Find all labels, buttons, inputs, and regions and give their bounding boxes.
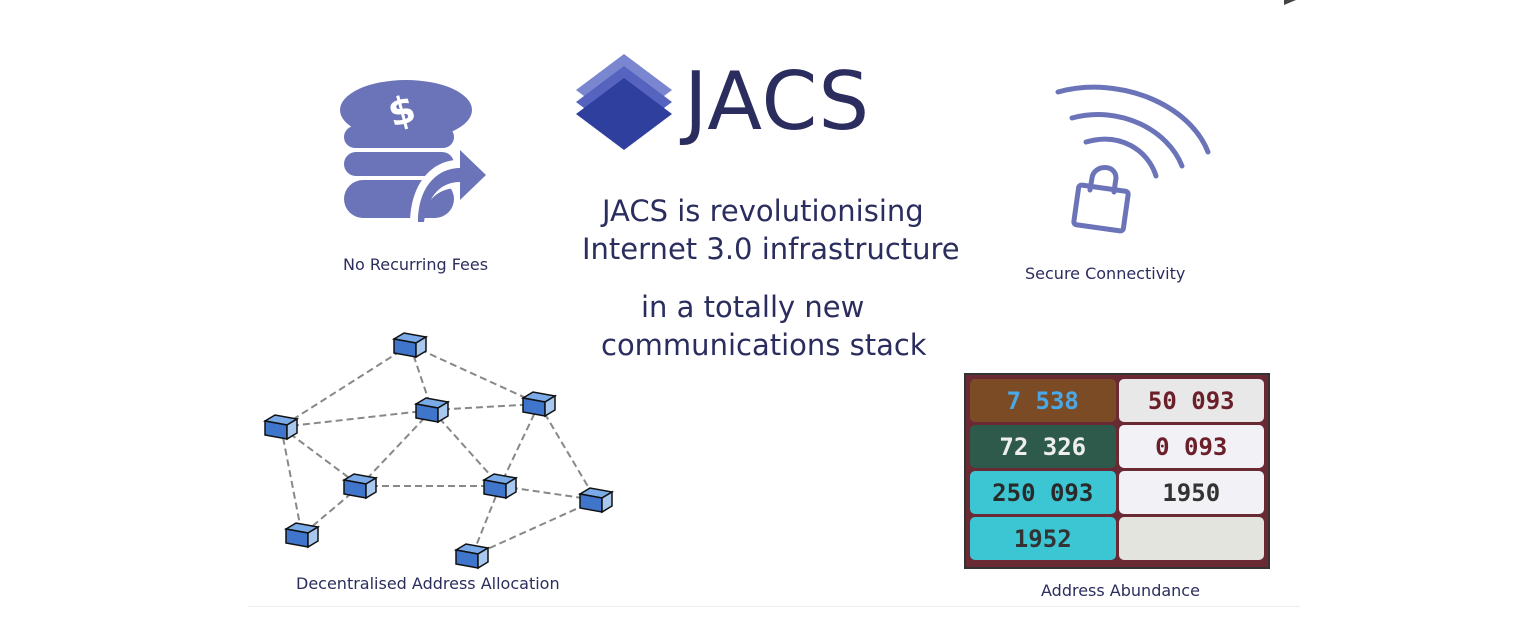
network-node-icon xyxy=(520,391,558,418)
plate: 7 538 xyxy=(970,379,1116,422)
network-link xyxy=(359,409,433,487)
network-link xyxy=(471,499,597,557)
caption-secure-connectivity: Secure Connectivity xyxy=(1025,264,1186,283)
caption-no-recurring-fees: No Recurring Fees xyxy=(343,255,489,274)
plate: 72 326 xyxy=(970,425,1116,468)
network-node-icon xyxy=(577,487,615,514)
jacs-logo-text: JACS xyxy=(684,55,871,148)
network-link xyxy=(280,409,433,428)
license-plates-photo: 7 538 50 093 72 326 0 093 250 093 1950 1… xyxy=(964,373,1270,569)
network-link xyxy=(431,409,501,487)
network-node-icon xyxy=(262,414,300,441)
network-link xyxy=(499,403,540,487)
caption-decentralised-address-allocation: Decentralised Address Allocation xyxy=(296,574,560,593)
network-diagram xyxy=(262,332,615,570)
plate: 250 093 xyxy=(970,471,1116,514)
plate xyxy=(1118,517,1264,560)
caption-address-abundance: Address Abundance xyxy=(1041,581,1200,600)
network-link xyxy=(471,485,501,557)
plate: 1950 xyxy=(1118,471,1264,514)
headline-line-2: Internet 3.0 infrastructure xyxy=(582,232,960,266)
network-link xyxy=(280,426,303,536)
jacs-logo-icon xyxy=(576,54,672,150)
headline-line-3: in a totally new xyxy=(641,290,865,324)
network-node-icon xyxy=(481,473,519,500)
plate: 50 093 xyxy=(1118,379,1264,422)
network-node-icon xyxy=(391,332,429,359)
coins-arrow-icon: $ xyxy=(340,80,490,225)
network-node-icon xyxy=(413,397,451,424)
slide-bottom-divider xyxy=(248,606,1300,607)
video-corner-marker xyxy=(1284,0,1296,5)
network-node-icon xyxy=(341,473,379,500)
network-link xyxy=(409,344,540,405)
network-node-icon xyxy=(283,522,321,549)
headline-line-1: JACS is revolutionising xyxy=(602,194,924,228)
wifi-lock-icon xyxy=(1055,84,1211,234)
plate: 1952 xyxy=(970,517,1116,560)
headline-line-4: communications stack xyxy=(601,328,927,362)
network-link xyxy=(280,426,361,487)
network-node-icon xyxy=(453,543,491,570)
plate: 0 093 xyxy=(1118,425,1264,468)
network-link xyxy=(280,344,411,428)
network-link xyxy=(538,403,597,501)
network-link xyxy=(431,403,540,411)
